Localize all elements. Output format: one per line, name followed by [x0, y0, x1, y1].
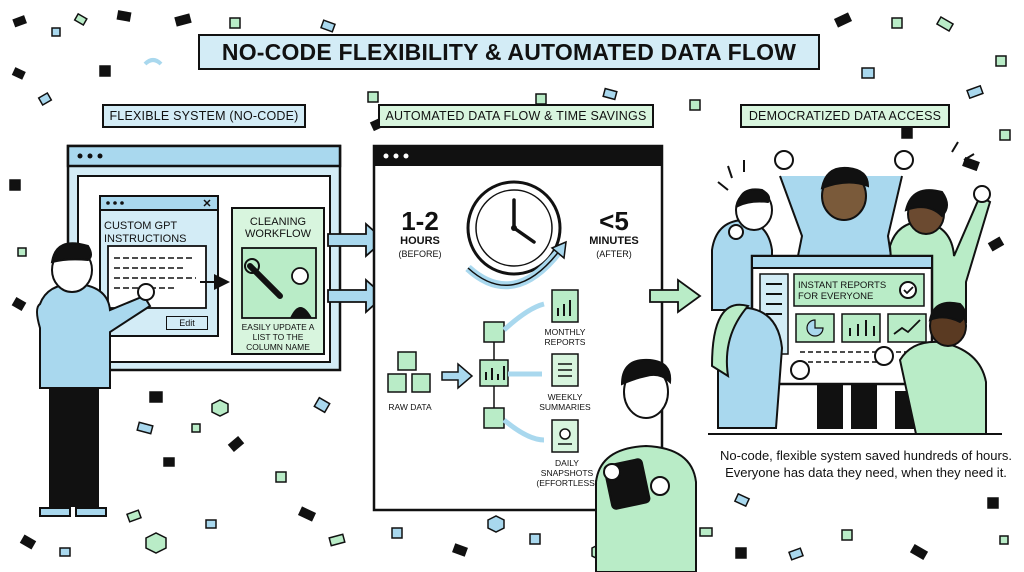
gpt-instructions-title: CUSTOM GPT INSTRUCTIONS: [104, 220, 187, 245]
before-unit: HOURS: [400, 235, 440, 247]
after-unit: MINUTES: [589, 235, 639, 247]
section-header-democratized: DEMOCRATIZED DATA ACCESS: [740, 104, 950, 128]
confetti: [9, 10, 1011, 561]
cleaning-workflow-card: [231, 207, 325, 355]
cleaning-workflow-caption: EASILY UPDATE A LIST TO THE COLUMN NAME: [241, 322, 315, 352]
before-note: (BEFORE): [398, 249, 442, 259]
page-title: NO-CODE FLEXIBILITY & AUTOMATED DATA FLO…: [198, 34, 820, 70]
after-value: <5: [599, 206, 629, 236]
after-note: (AFTER): [596, 249, 632, 259]
edit-button[interactable]: Edit: [166, 316, 208, 330]
instant-reports-label: INSTANT REPORTS FOR EVERYONE: [798, 280, 887, 302]
raw-data-label: RAW DATA: [388, 402, 432, 412]
section-header-automated: AUTOMATED DATA FLOW & TIME SAVINGS: [378, 104, 654, 128]
data-hub: [479, 301, 545, 443]
arrow-raw-to-hub: [441, 362, 474, 390]
team-group: [708, 141, 1002, 435]
cleaning-workflow-title: CLEANING WORKFLOW: [245, 216, 311, 240]
output-weekly-summaries: WEEKLY SUMMARIES: [539, 392, 591, 412]
before-value: 1-2: [401, 206, 439, 236]
person-pointing: [36, 242, 155, 517]
person-with-tablet: [595, 358, 697, 572]
output-monthly-reports: MONTHLY REPORTS: [544, 327, 586, 347]
democratized-caption: No-code, flexible system saved hundreds …: [720, 448, 1012, 480]
arrow-to-panel3: [649, 278, 702, 314]
clock-icon: [465, 180, 567, 290]
section-header-flexible: FLEXIBLE SYSTEM (NO-CODE): [102, 104, 306, 128]
raw-data-cubes-icon: [387, 351, 431, 393]
report-doc-icons: [551, 289, 579, 453]
output-daily-snapshots: DAILY SNAPSHOTS (EFFORTLESS): [536, 458, 598, 488]
